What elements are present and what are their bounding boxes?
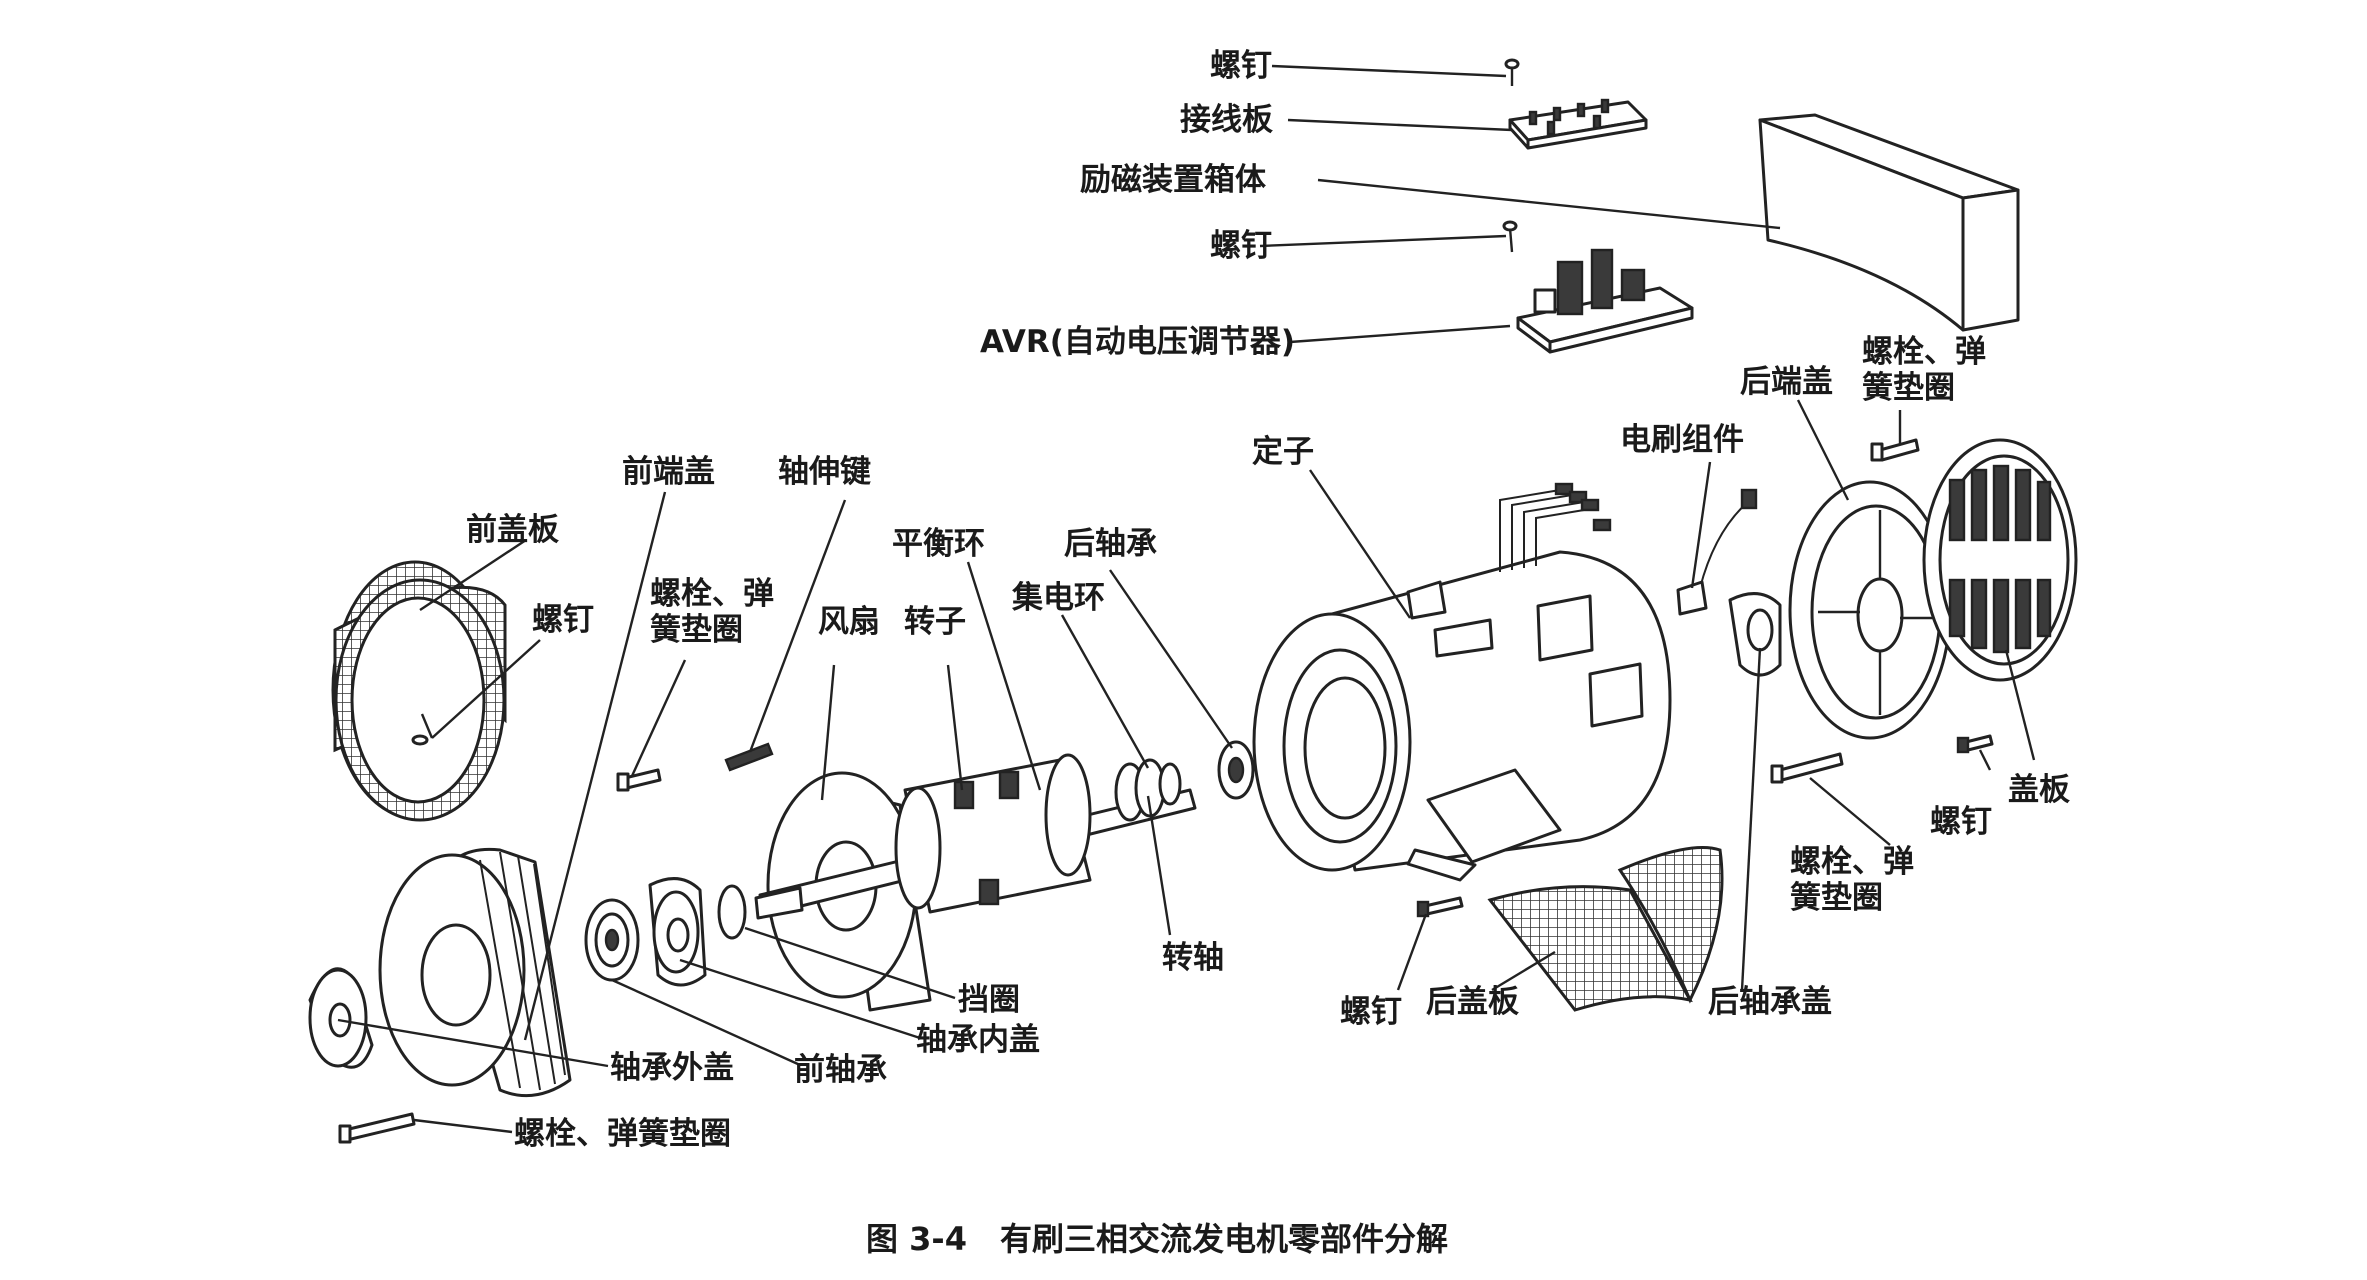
rear-bearing-part [1217, 740, 1255, 800]
slip-ring-part [1114, 758, 1182, 822]
label-rear-bearing-cover: 后轴承盖 [1708, 984, 1832, 1020]
leader-lines [337, 64, 2036, 1134]
screw-front-part [411, 713, 434, 746]
bearing-inner-cover-part [648, 877, 707, 987]
front-bearing-part [584, 898, 640, 982]
label-exciter-box: 励磁装置箱体 [1080, 162, 1266, 198]
label-screw-avr: 螺钉 [1210, 228, 1272, 264]
rotor-part [754, 753, 1197, 920]
terminal-board-part [1508, 98, 1648, 150]
label-front-cover-plate: 前盖板 [466, 512, 559, 548]
label-bearing-inner-cover: 轴承内盖 [916, 1022, 1040, 1058]
shaft-key-part [724, 742, 774, 772]
screw-avr-part [1502, 220, 1518, 253]
label-screw-front: 螺钉 [532, 602, 594, 638]
label-bolt-washer-3: 螺栓、弹簧垫圈 [1790, 844, 1914, 916]
caption-number: 图 3-4 [866, 1220, 967, 1258]
label-bolt-washer-1: 螺栓、弹簧垫圈 [650, 576, 774, 648]
label-cover-plate: 盖板 [2008, 772, 2070, 808]
bearing-outer-cover-part [308, 967, 374, 1069]
stator-part [1252, 482, 1672, 882]
label-rear-end-cover: 后端盖 [1740, 364, 1833, 400]
bolt-washer-3-part [1770, 752, 1844, 784]
label-shaft-key: 轴伸键 [778, 454, 871, 490]
brush-assembly-part [1676, 488, 1758, 616]
rear-bearing-cover-part [1728, 592, 1782, 677]
screw-bottom-part [1416, 896, 1464, 918]
label-screw-top: 螺钉 [1210, 48, 1272, 84]
avr-part [1516, 248, 1694, 354]
label-fan: 风扇 [818, 604, 880, 640]
label-bolt-washer-2: 螺栓、弹簧垫圈 [1862, 334, 1986, 406]
figure-caption: 图 3-4 有刷三相交流发电机零部件分解 [866, 1220, 1448, 1258]
label-shaft: 转轴 [1162, 940, 1224, 976]
label-avr: AVR(自动电压调节器) [980, 324, 1295, 360]
label-front-end-cover: 前端盖 [622, 454, 715, 490]
label-terminal-board: 接线板 [1180, 102, 1273, 138]
label-balance-ring: 平衡环 [892, 526, 985, 562]
exciter-box-part [1758, 113, 2020, 332]
bolt-washer-1-part [616, 768, 662, 792]
caption-title: 有刷三相交流发电机零部件分解 [1000, 1220, 1448, 1258]
screw-top-part [1504, 58, 1520, 86]
label-stator: 定子 [1252, 434, 1314, 470]
rear-end-cover-part [1788, 480, 1952, 740]
label-rotor: 转子 [904, 604, 966, 640]
bolt-washer-2-part [1870, 438, 1920, 462]
front-end-cover-part [378, 847, 572, 1098]
screw-right-part [1956, 734, 1994, 754]
label-brush-assembly: 电刷组件 [1620, 422, 1744, 458]
label-retaining-ring: 挡圈 [958, 982, 1020, 1018]
label-bolt-washer-4: 螺栓、弹簧垫圈 [514, 1116, 731, 1152]
front-cover-plate-part [331, 560, 507, 822]
label-slip-ring: 集电环 [1011, 580, 1105, 616]
label-screw-bottom: 螺钉 [1340, 994, 1402, 1030]
label-front-bearing: 前轴承 [794, 1052, 887, 1088]
retaining-ring-part [717, 884, 747, 940]
label-rear-cover-plate: 后盖板 [1426, 984, 1519, 1020]
bolt-washer-4-part [338, 1112, 416, 1144]
label-screw-right: 螺钉 [1930, 804, 1992, 840]
rear-cover-plate-part [1487, 846, 1724, 1012]
cover-plate-part [1922, 438, 2078, 682]
label-rear-bearing: 后轴承 [1064, 526, 1157, 562]
label-bearing-outer-cover: 轴承外盖 [610, 1050, 734, 1086]
